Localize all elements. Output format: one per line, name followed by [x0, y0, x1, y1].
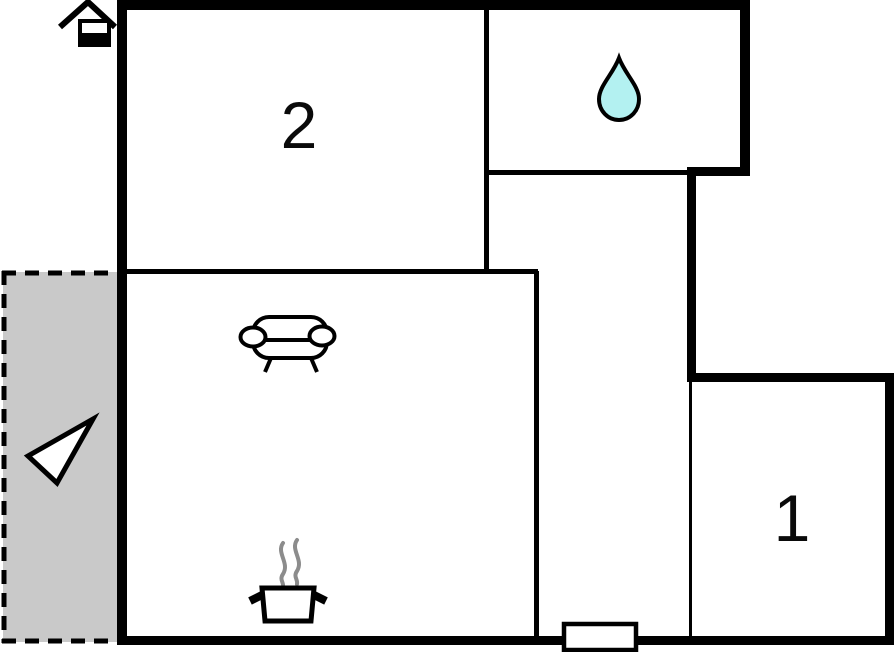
terrace-dashed-border [1, 270, 118, 644]
partition-room1-left [689, 380, 692, 636]
room-1-label: 1 [773, 481, 811, 555]
wall-bottom [117, 636, 894, 645]
entrance-door [561, 621, 639, 652]
cooking-pot-icon [248, 538, 328, 624]
wall-bathroom-right [740, 0, 750, 176]
sofa-icon [238, 315, 337, 373]
wall-top [117, 0, 750, 10]
house-icon [58, 0, 118, 47]
terrace-area [1, 270, 118, 644]
wall-left [117, 0, 127, 645]
steam-lines [279, 538, 301, 589]
wall-bathroom-bottom-step [687, 167, 750, 176]
wall-right [885, 373, 894, 645]
partition-livingroom-top [127, 269, 538, 274]
partition-bathroom-bottom [489, 170, 689, 175]
partition-livingroom-right [534, 271, 539, 636]
room-2-label: 2 [280, 88, 318, 162]
partition-room2-right [484, 10, 489, 272]
wall-mid-right [687, 167, 696, 382]
wall-room1-top [687, 373, 894, 382]
walls [117, 0, 894, 645]
water-drop-icon [596, 52, 642, 123]
north-arrow-icon [23, 412, 100, 487]
